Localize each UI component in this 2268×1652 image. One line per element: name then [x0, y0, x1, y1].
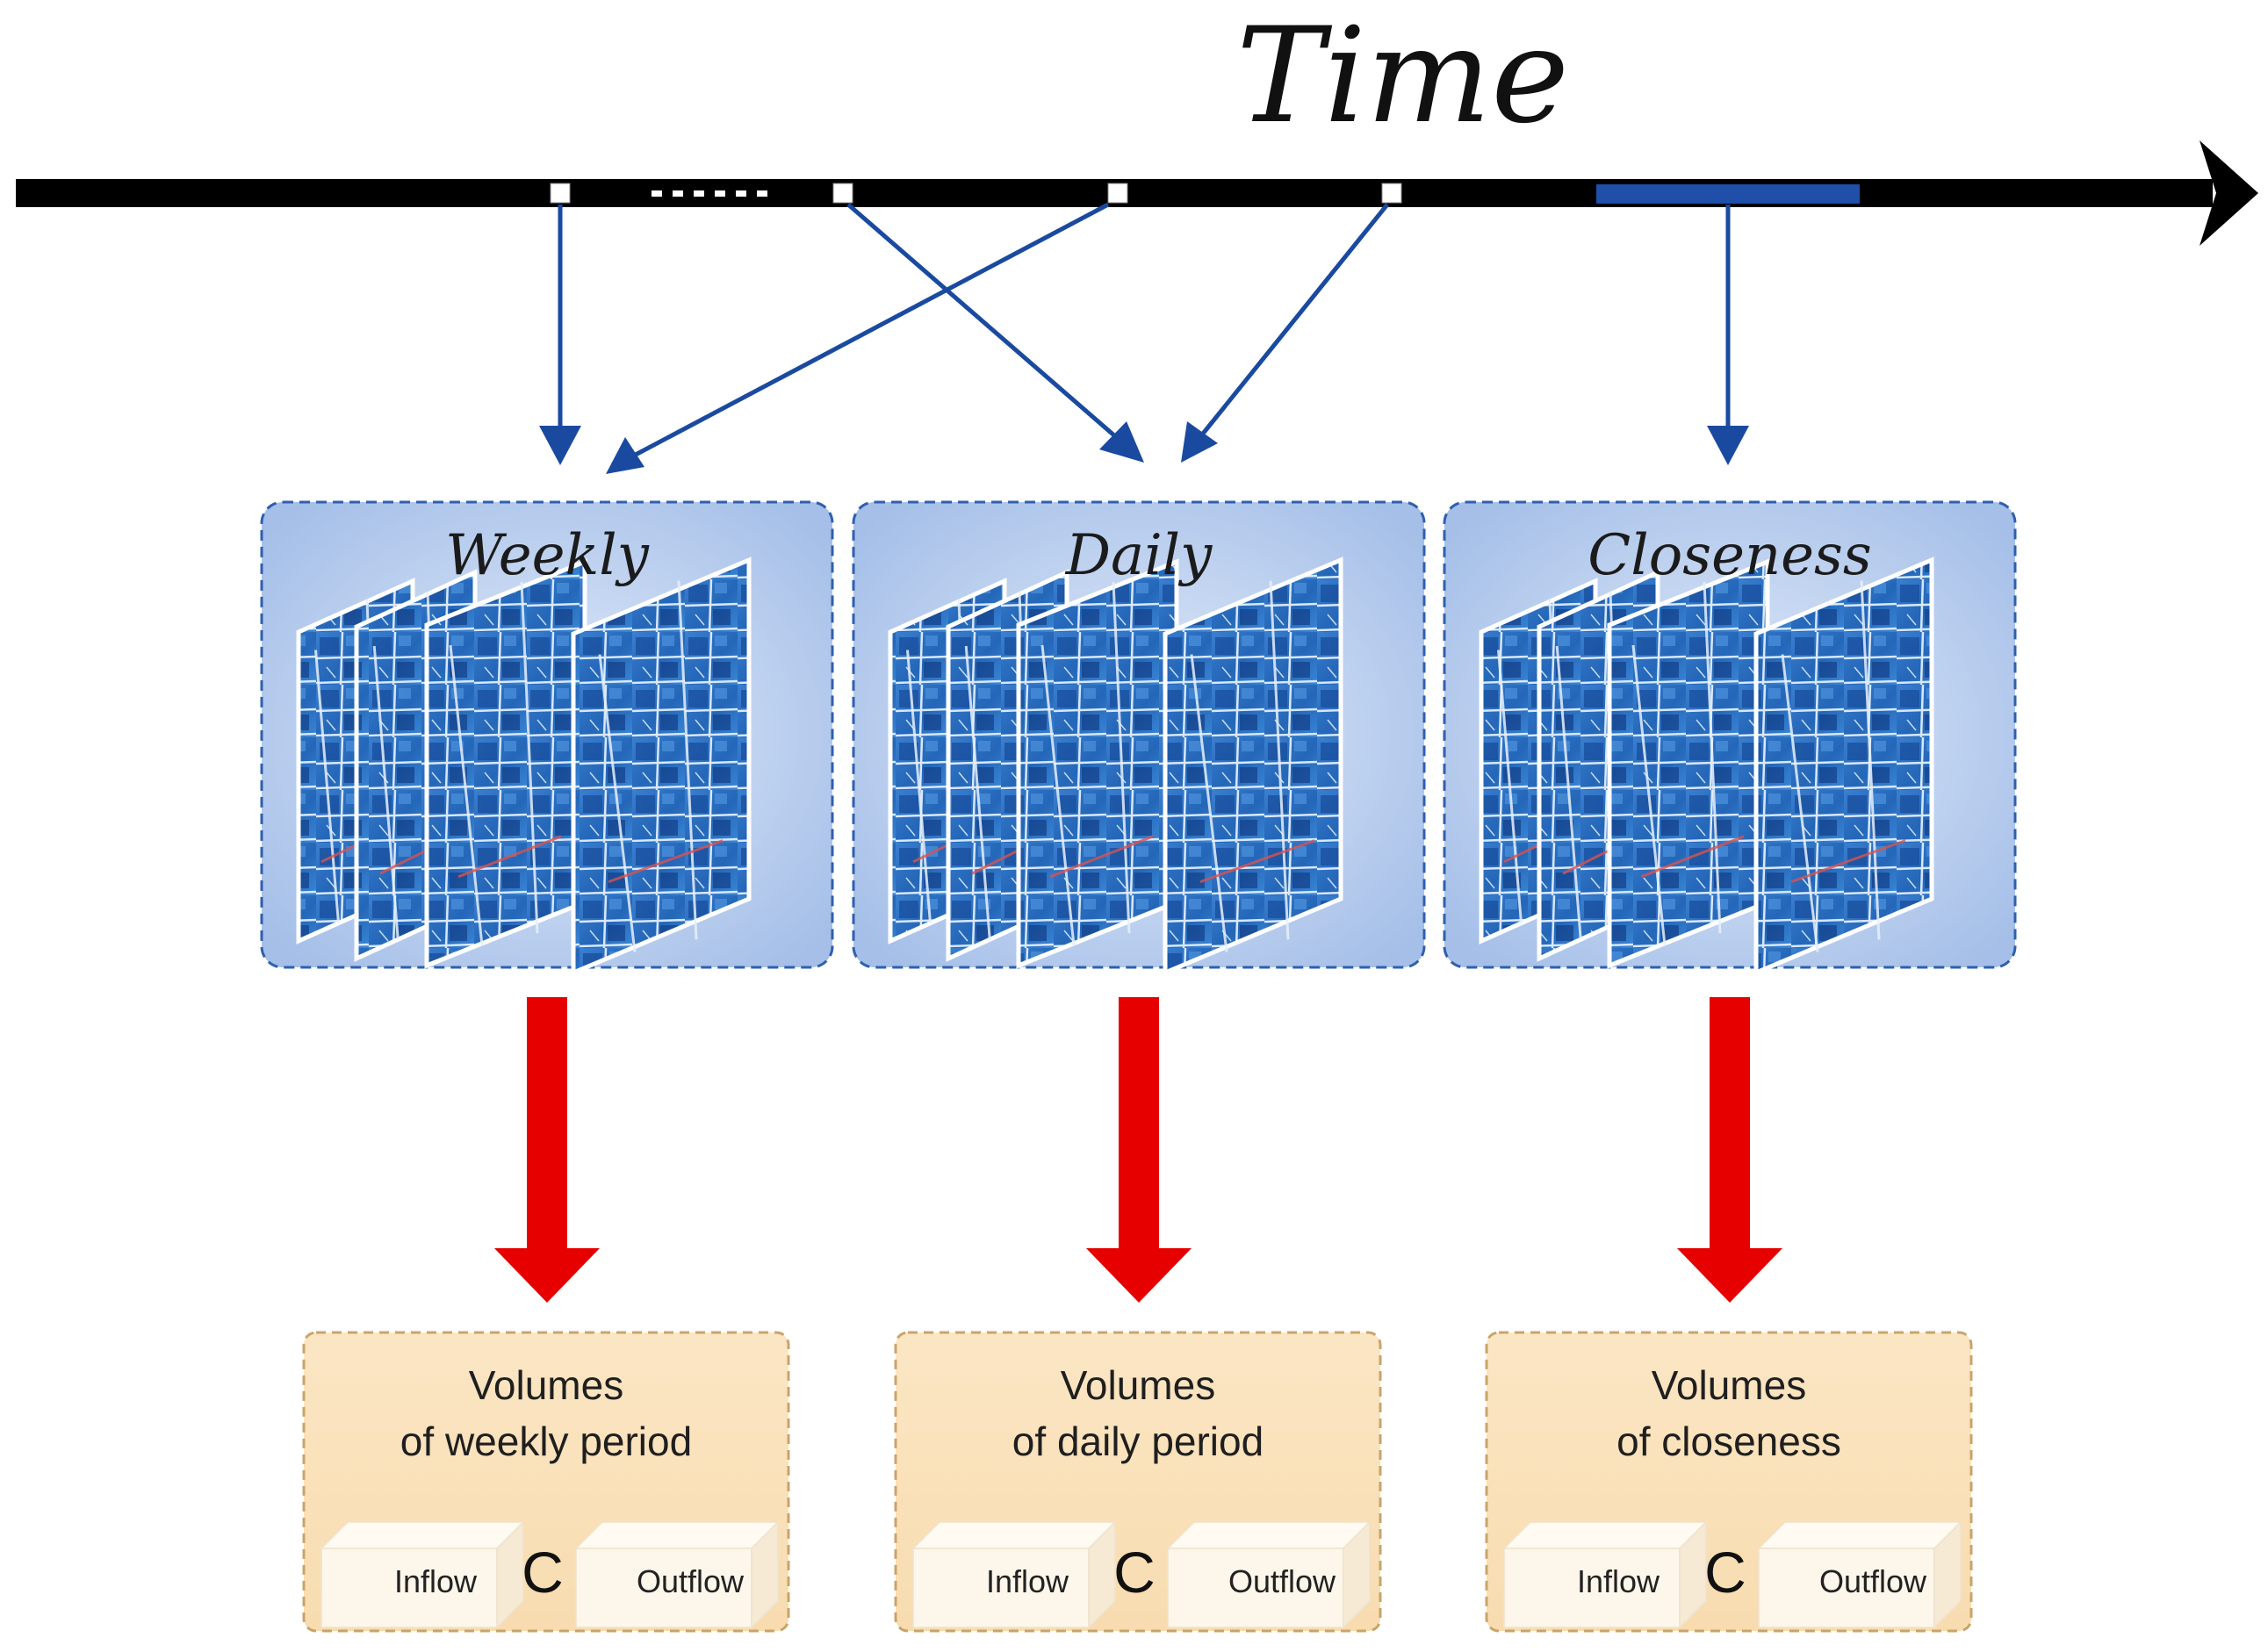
link-daily-1: [846, 203, 1144, 463]
weekly-tick-2: [1107, 183, 1128, 204]
map-frame-icon: [1753, 557, 1934, 976]
link-arrow-head-icon: [606, 437, 644, 474]
link-arrow-head-icon: [1707, 426, 1749, 465]
timeline-ellipsis: [652, 190, 767, 197]
panel-weekly: Weekly: [260, 500, 834, 976]
weekly-tick-1: [550, 183, 571, 204]
closeness-interval-highlight: [1596, 184, 1860, 204]
outflow-label: Outflow: [1228, 1563, 1336, 1599]
volume-title-line2: of weekly period: [400, 1419, 692, 1464]
concat-symbol: C: [522, 1540, 564, 1605]
panel-title-closeness: Closeness: [1588, 523, 1871, 588]
link-weekly-1: [539, 205, 581, 465]
red-arrow-daily: [1086, 997, 1192, 1303]
volume-title-line2: of daily period: [1012, 1419, 1264, 1464]
red-arrow-head-icon: [494, 1248, 600, 1303]
link-arrow-head-icon: [1099, 421, 1144, 463]
link-weekly-2: [606, 202, 1110, 474]
map-frame-icon: [1016, 558, 1179, 969]
volume-title-line1: Volumes: [469, 1362, 623, 1408]
concat-symbol: C: [1704, 1540, 1746, 1605]
panel-daily: Daily: [852, 500, 1426, 976]
link-closeness: [1707, 205, 1749, 465]
time-label: Time: [1236, 0, 1569, 153]
cube-icon: [911, 1520, 1117, 1629]
map-frame-icon: [1163, 557, 1343, 976]
inflow-label: Inflow: [1577, 1563, 1660, 1599]
period-panels: Weekly Daily Closeness: [260, 500, 2017, 976]
volume-title-line1: Volumes: [1061, 1362, 1215, 1408]
link-daily-2: [1181, 203, 1389, 463]
map-frame-icon: [1607, 558, 1770, 969]
period-links: [539, 202, 1749, 474]
red-arrow-closeness: [1677, 997, 1782, 1303]
map-frame-icon: [424, 558, 587, 969]
cube-icon: [1166, 1520, 1372, 1629]
cube-icon: [320, 1520, 525, 1629]
concat-symbol: C: [1113, 1540, 1156, 1605]
map-frame-icon: [571, 557, 752, 976]
timeline: Time: [16, 0, 2258, 246]
red-arrow-head-icon: [1677, 1248, 1782, 1303]
daily-tick-1: [832, 183, 853, 204]
daily-tick-2: [1381, 183, 1402, 204]
outflow-label: Outflow: [637, 1563, 745, 1599]
cube-icon: [1502, 1520, 1708, 1629]
panel-title-weekly: Weekly: [445, 523, 650, 588]
outflow-label: Outflow: [1819, 1563, 1927, 1599]
panel-closeness: Closeness: [1443, 500, 2017, 976]
panel-title-daily: Daily: [1065, 523, 1213, 588]
time-axis-arrow-head-icon: [2200, 140, 2258, 246]
cube-icon: [1757, 1520, 1962, 1629]
red-arrow-weekly: [494, 997, 600, 1303]
link-arrow-head-icon: [539, 426, 581, 465]
red-arrow-head-icon: [1086, 1248, 1192, 1303]
inflow-label: Inflow: [394, 1563, 478, 1599]
link-arrow-head-icon: [1181, 421, 1218, 463]
cube-icon: [574, 1520, 780, 1629]
inflow-label: Inflow: [986, 1563, 1069, 1599]
projection-arrows: [494, 997, 1782, 1303]
volume-title-line1: Volumes: [1652, 1362, 1806, 1408]
volume-title-line2: of closeness: [1616, 1419, 1841, 1464]
